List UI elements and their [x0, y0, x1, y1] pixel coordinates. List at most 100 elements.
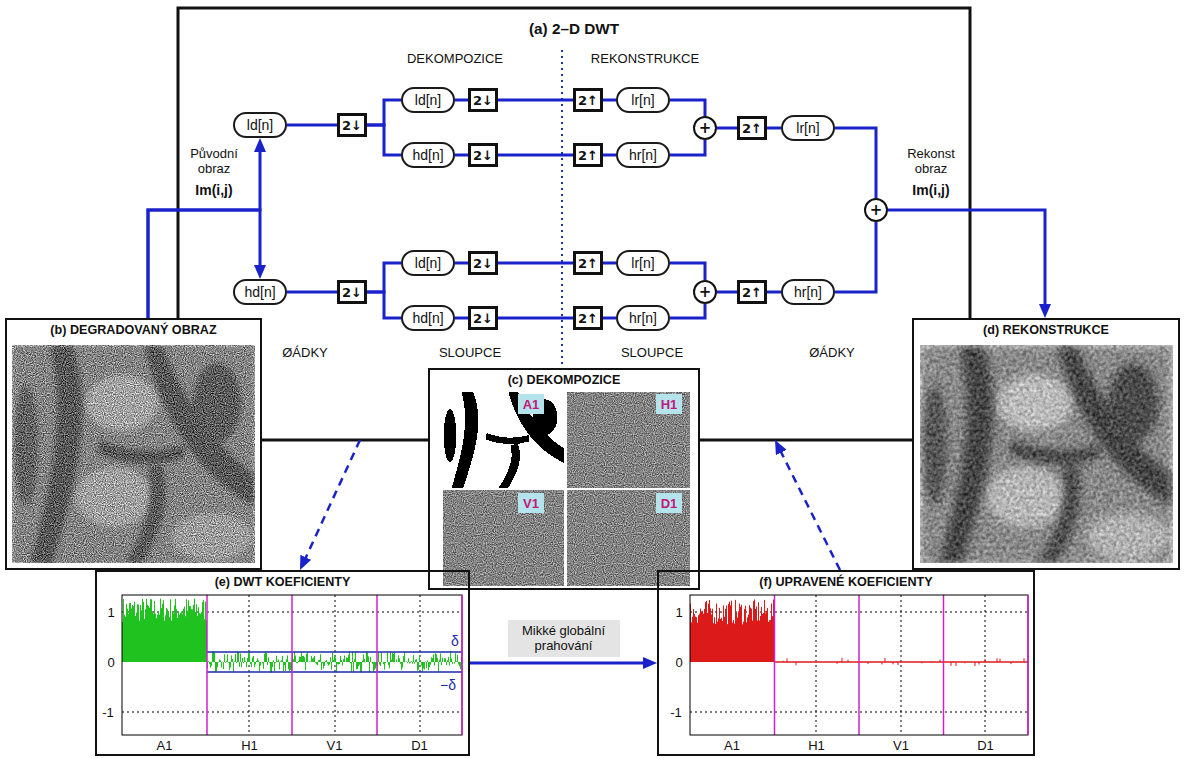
- frame-outline: [178, 8, 970, 440]
- subband-tag: V1: [518, 493, 544, 513]
- sampler-box: 2↑: [737, 280, 767, 304]
- axis-label: D1: [977, 738, 994, 753]
- filter-box: lr[n]: [616, 250, 670, 276]
- frame-title: (a) 2–D DWT: [178, 20, 970, 38]
- signal-wire: [835, 128, 876, 198]
- figure-panel: (c) DEKOMPOZICE A1 H1V1 D1: [428, 368, 700, 590]
- axis-label: -1: [670, 705, 682, 720]
- coefficient-bars: [779, 658, 1024, 666]
- signal-wire: [670, 263, 705, 280]
- sampler-label: 2↑: [742, 285, 762, 300]
- section-label: SLOUPCE: [439, 345, 501, 360]
- sampler-box: 2↓: [468, 251, 498, 275]
- signal-wire: [455, 262, 468, 265]
- illustration-part: [691, 600, 1025, 667]
- filter-label: hr[n]: [629, 310, 657, 326]
- signal-wire: [287, 291, 337, 294]
- illustration-part: [443, 392, 564, 488]
- signal-wire: [767, 291, 781, 294]
- section-label: DEKOMPOZICE: [407, 51, 503, 66]
- filter-box: ld[n]: [401, 87, 455, 113]
- subband-label: A1: [523, 397, 540, 412]
- panel-title: (c) DEKOMPOZICE: [430, 373, 698, 387]
- panel-title: (f) UPRAVENÉ KOEFICIENTY: [659, 575, 1033, 589]
- illustration-part: [207, 671, 462, 673]
- filter-box: hd[n]: [401, 142, 455, 168]
- threshold-label: δ: [451, 633, 459, 649]
- adder-circle: +: [693, 280, 717, 304]
- illustration-part: [774, 595, 776, 735]
- illustration-part: [858, 595, 860, 735]
- subband-tag: H1: [656, 394, 682, 414]
- thresholded-chart: [690, 595, 1028, 735]
- filter-box: lr[n]: [616, 87, 670, 113]
- signal-label: Původní obraz: [182, 147, 246, 177]
- degraded-image: [12, 345, 255, 563]
- axis-label: H1: [241, 738, 258, 753]
- signal-wire: [498, 99, 573, 102]
- dashed-arrow: [778, 445, 840, 570]
- panel-title: (e) DWT KOEFICIENTY: [97, 575, 468, 589]
- illustration-part: [912, 318, 1180, 570]
- illustration-part: [901, 595, 902, 735]
- signal-wire: [767, 127, 781, 130]
- illustration-part: [291, 595, 293, 735]
- filter-label: ld[n]: [247, 117, 273, 133]
- illustration-part: [774, 661, 1028, 663]
- filter-label: hd[n]: [412, 310, 443, 326]
- sampler-label: 2↓: [473, 148, 493, 163]
- approximation-image: [443, 392, 564, 488]
- illustration-part: [206, 595, 208, 735]
- section-label: SLOUPCE: [621, 345, 683, 360]
- sampler-box: 2↑: [573, 143, 603, 167]
- coefficient-chart: [122, 595, 462, 735]
- filter-box: lr[n]: [781, 115, 835, 141]
- subband-label: H1: [661, 397, 678, 412]
- illustration-part: [335, 595, 336, 735]
- signal-name: Im(i,j): [195, 182, 232, 198]
- sampler-box: 2↑: [737, 116, 767, 140]
- filter-box: ld[n]: [401, 250, 455, 276]
- sampler-label: 2↑: [578, 93, 598, 108]
- illustration-part: [95, 570, 470, 756]
- signal-wire: [670, 140, 705, 155]
- filter-box: hr[n]: [781, 279, 835, 305]
- illustration-part: [920, 345, 1173, 563]
- signal-label: Rekonst obraz: [899, 147, 963, 177]
- sampler-box: 2↓: [337, 113, 367, 137]
- coefficient-bars: [208, 652, 462, 673]
- filter-label: lr[n]: [631, 255, 654, 271]
- illustration-part: [943, 595, 945, 735]
- signal-wire: [455, 154, 468, 157]
- signal-wire: [603, 154, 616, 157]
- filter-label: ld[n]: [415, 255, 441, 271]
- filter-label: hr[n]: [794, 284, 822, 300]
- subband-tag: D1: [656, 493, 682, 513]
- axis-label: A1: [724, 738, 740, 753]
- detail-images: [443, 392, 690, 586]
- signal-wire: [888, 210, 1045, 312]
- signal-wire: [367, 263, 401, 292]
- illustration-part: [428, 368, 700, 590]
- filter-label: lr[n]: [631, 92, 654, 108]
- filter-box: hr[n]: [616, 305, 670, 331]
- signal-wire: [367, 100, 401, 125]
- axis-label: H1: [808, 738, 825, 753]
- axis-label: 1: [675, 605, 682, 620]
- sampler-box: 2↑: [573, 306, 603, 330]
- signal-name: Im(i,j): [912, 182, 949, 198]
- illustration-part: [920, 345, 1173, 563]
- illustration-part: [816, 595, 817, 735]
- filter-label: lr[n]: [796, 120, 819, 136]
- axis-label: -1: [102, 705, 114, 720]
- illustration-part: [985, 595, 986, 735]
- axis-label: 0: [107, 655, 114, 670]
- filter-box: hr[n]: [616, 142, 670, 168]
- illustration-part: [1027, 595, 1029, 735]
- section-label: ØÁDKY: [809, 345, 855, 360]
- signal-wire: [670, 304, 705, 318]
- sampler-label: 2↓: [473, 93, 493, 108]
- sampler-label: 2↑: [742, 121, 762, 136]
- sampler-box: 2↓: [337, 280, 367, 304]
